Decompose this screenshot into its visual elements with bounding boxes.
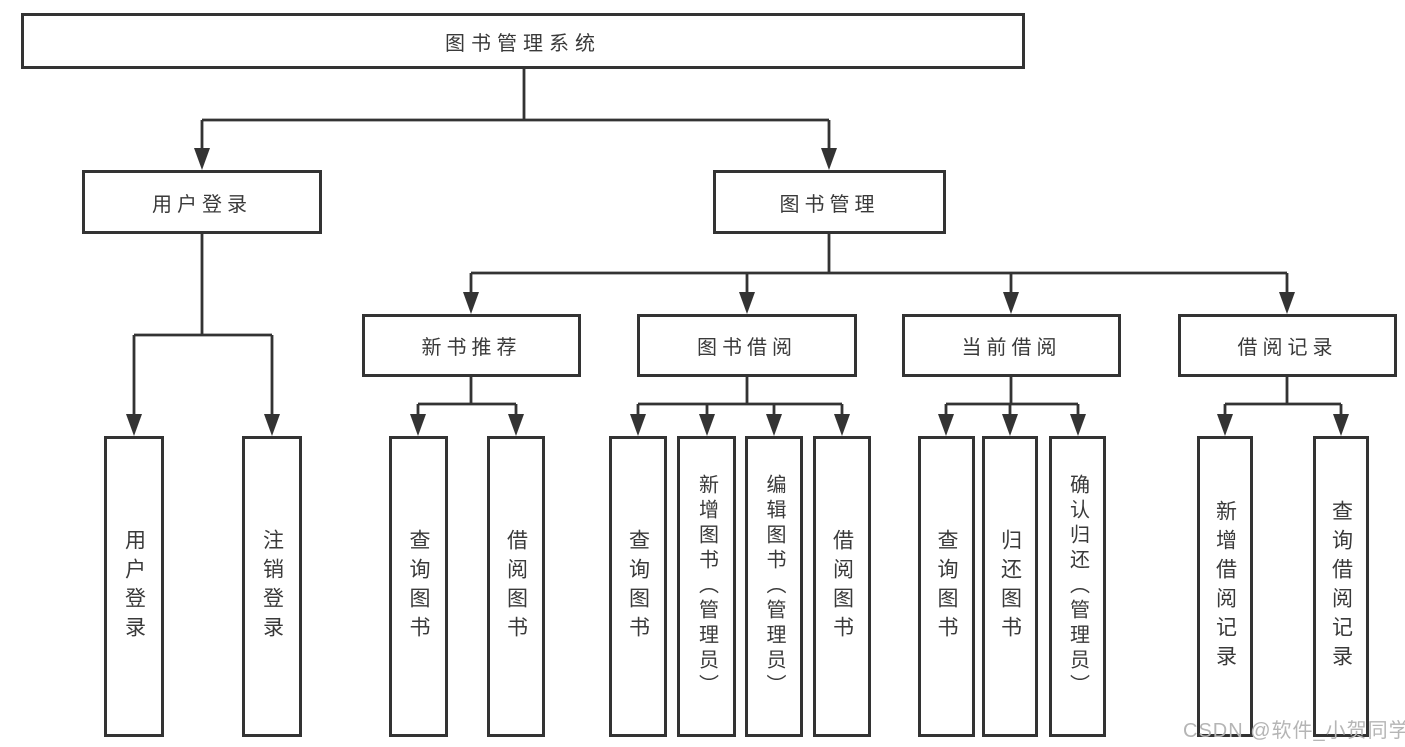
arrowhead bbox=[126, 414, 142, 436]
arrowhead bbox=[1002, 414, 1018, 436]
arrowhead bbox=[1070, 414, 1086, 436]
arrowhead bbox=[739, 292, 755, 314]
leaf-query-books-current: 查询图书 bbox=[918, 436, 975, 737]
arrowhead bbox=[699, 414, 715, 436]
connector-new-book-branch bbox=[410, 377, 524, 436]
connector-current-borrow-branch bbox=[938, 377, 1086, 436]
arrowhead bbox=[508, 414, 524, 436]
node-user-login: 用户登录 bbox=[82, 170, 322, 234]
leaf-borrow-books-recommend: 借阅图书 bbox=[487, 436, 545, 737]
connector-user-login-branch bbox=[126, 233, 280, 436]
node-book-management: 图书管理 bbox=[713, 170, 946, 234]
arrowhead bbox=[1279, 292, 1295, 314]
leaf-borrow-books: 借阅图书 bbox=[813, 436, 871, 737]
leaf-add-borrow-record: 新增借阅记录 bbox=[1197, 436, 1253, 737]
arrowhead bbox=[1003, 292, 1019, 314]
arrowhead bbox=[410, 414, 426, 436]
leaf-query-books-borrow: 查询图书 bbox=[609, 436, 667, 737]
connector-book-borrow-branch bbox=[630, 377, 850, 436]
node-current-borrow: 当前借阅 bbox=[902, 314, 1121, 377]
leaf-edit-books-admin: 编辑图书（管理员） bbox=[745, 436, 803, 737]
arrowhead bbox=[264, 414, 280, 436]
leaf-logout: 注销登录 bbox=[242, 436, 302, 737]
arrowhead bbox=[463, 292, 479, 314]
node-borrow-records: 借阅记录 bbox=[1178, 314, 1397, 377]
arrowhead bbox=[630, 414, 646, 436]
leaf-user-login: 用户登录 bbox=[104, 436, 164, 737]
leaf-query-books-recommend: 查询图书 bbox=[389, 436, 448, 737]
node-root-system: 图书管理系统 bbox=[21, 13, 1025, 69]
arrowhead bbox=[938, 414, 954, 436]
leaf-return-books: 归还图书 bbox=[982, 436, 1038, 737]
node-book-borrow: 图书借阅 bbox=[637, 314, 857, 377]
node-new-book-recommend: 新书推荐 bbox=[362, 314, 581, 377]
arrowhead bbox=[766, 414, 782, 436]
leaf-add-books-admin: 新增图书（管理员） bbox=[677, 436, 736, 737]
arrowhead bbox=[1333, 414, 1349, 436]
watermark: CSDN @软件_小贺同学 bbox=[1183, 720, 1405, 742]
leaf-query-borrow-record: 查询借阅记录 bbox=[1313, 436, 1369, 737]
connector-borrow-records-branch bbox=[1217, 377, 1349, 436]
connector-root-to-level2 bbox=[194, 69, 837, 170]
arrowhead bbox=[1217, 414, 1233, 436]
leaf-confirm-return-admin: 确认归还（管理员） bbox=[1049, 436, 1106, 737]
arrowhead bbox=[821, 148, 837, 170]
arrowhead bbox=[834, 414, 850, 436]
connector-book-management-branch bbox=[463, 233, 1295, 314]
arrowhead bbox=[194, 148, 210, 170]
